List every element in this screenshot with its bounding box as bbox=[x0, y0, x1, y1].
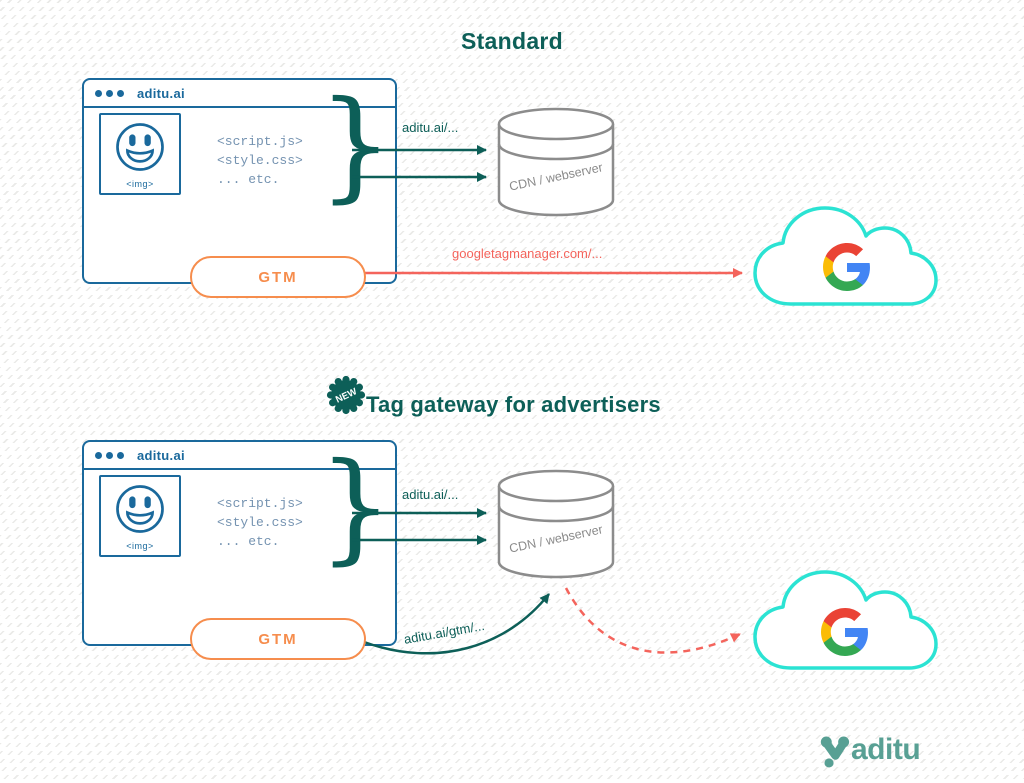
code-line: <script.js> bbox=[217, 496, 303, 511]
smiley-icon bbox=[116, 485, 164, 533]
brace: } bbox=[318, 435, 394, 577]
code-snippet: <script.js> <style.css> ... etc. bbox=[217, 132, 303, 189]
cdn-cylinder-standard: CDN / webserver bbox=[495, 106, 617, 218]
gtm-arrow-label-standard: googletagmanager.com/... bbox=[452, 246, 603, 261]
browser-url: aditu.ai bbox=[137, 85, 185, 101]
window-control-dot bbox=[117, 451, 124, 459]
asset-arrow-label-gateway: aditu.ai/... bbox=[402, 487, 459, 502]
browser-header: aditu.ai bbox=[84, 442, 395, 470]
section-title-standard: Standard bbox=[460, 28, 564, 54]
code-snippet: <script.js> <style.css> ... etc. bbox=[217, 494, 303, 551]
code-line: <style.css> bbox=[217, 515, 303, 530]
code-line: <script.js> bbox=[217, 134, 303, 149]
image-placeholder: <img> bbox=[99, 113, 181, 195]
asset-arrow-label-standard: aditu.ai/... bbox=[402, 120, 459, 135]
brace: } bbox=[318, 73, 394, 215]
cdn-cylinder-gateway: CDN / webserver bbox=[495, 468, 617, 580]
window-control-dot bbox=[106, 451, 113, 459]
code-line: <style.css> bbox=[217, 153, 303, 168]
aditu-wordmark: aditu bbox=[851, 733, 921, 766]
window-control-dot bbox=[95, 89, 102, 97]
browser-header: aditu.ai bbox=[84, 80, 395, 108]
google-cloud-gateway bbox=[753, 570, 938, 670]
google-logo bbox=[821, 608, 868, 656]
code-line: ... etc. bbox=[217, 534, 280, 549]
cylinder-shape bbox=[497, 107, 615, 217]
gtm-pill-gateway: GTM bbox=[190, 618, 366, 660]
new-badge: NEW bbox=[326, 375, 366, 415]
smiley-icon bbox=[116, 123, 164, 171]
google-logo bbox=[823, 243, 870, 291]
google-cloud-standard bbox=[753, 206, 938, 306]
img-tag-label: <img> bbox=[126, 179, 154, 189]
gtm-pill-standard: GTM bbox=[190, 256, 366, 298]
gtm-proxy-arrow-label: aditu.ai/gtm/... bbox=[402, 617, 486, 647]
aditu-logo-icon bbox=[820, 736, 850, 768]
browser-window-gateway: aditu.ai <img> <script.js> <style.css>...… bbox=[82, 440, 397, 646]
img-tag-label: <img> bbox=[126, 541, 154, 551]
browser-url: aditu.ai bbox=[137, 447, 185, 463]
cylinder-shape bbox=[497, 469, 615, 579]
window-control-dot bbox=[117, 89, 124, 97]
code-line: ... etc. bbox=[217, 172, 280, 187]
section-title-gateway: Tag gateway for advertisers bbox=[366, 392, 661, 417]
browser-window-standard: aditu.ai <img> <script.js> <style.css>...… bbox=[82, 78, 397, 284]
image-placeholder: <img> bbox=[99, 475, 181, 557]
cdn-to-google-dashed-curve bbox=[564, 587, 741, 654]
window-control-dot bbox=[95, 451, 102, 459]
window-control-dot bbox=[106, 89, 113, 97]
